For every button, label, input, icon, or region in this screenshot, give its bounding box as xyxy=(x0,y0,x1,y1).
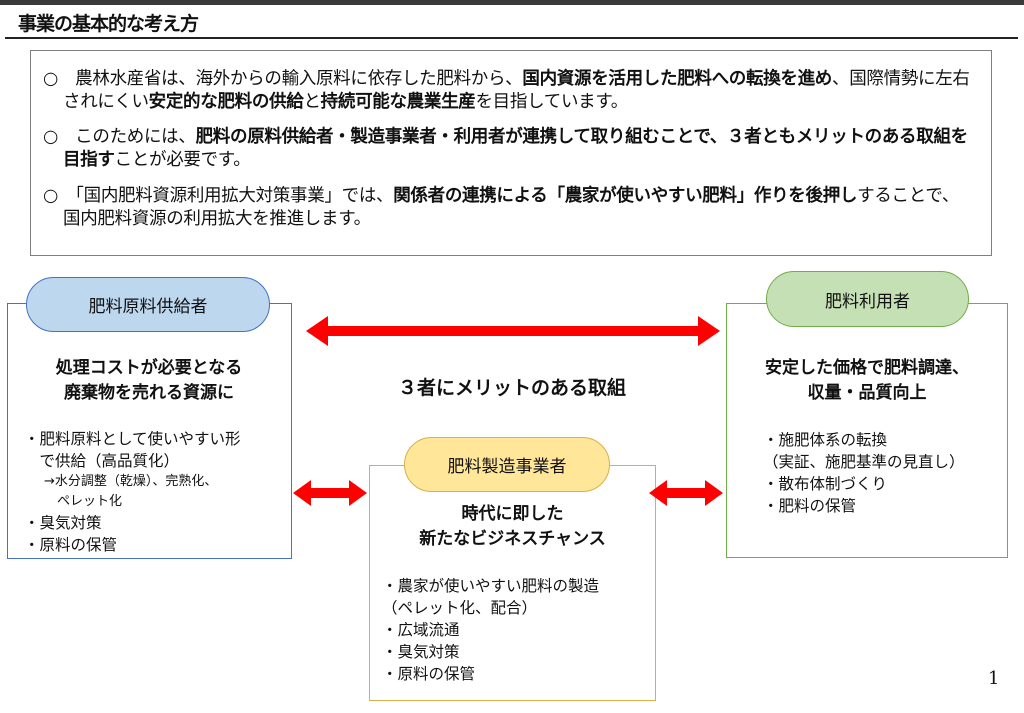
intro-box: ○ 農林水産省は、海外からの輸入原料に依存した肥料から、国内資源を活用した肥料へ… xyxy=(30,50,992,256)
list-sub-item: ペレット化 xyxy=(44,494,123,509)
list-item: ・農家が使いやすい肥料の製造 xyxy=(382,577,600,595)
circle-bullet-icon: ○ xyxy=(43,186,58,206)
manufacturer-heading-line: 時代に即した xyxy=(461,504,564,524)
body-text: を目指しています。 xyxy=(475,92,629,112)
supplier-heading-line: 廃棄物を売れる資源に xyxy=(64,383,234,403)
list-item: ・臭気対策 xyxy=(382,643,460,661)
intro-paragraph-2: ○ このためには、肥料の原料供給者・製造事業者・利用者が連携して取り組むことで、… xyxy=(43,126,973,172)
user-box: 安定した価格で肥料調達、 収量・品質向上 ・施肥体系の転換 （実証、施肥基準の見… xyxy=(726,303,1008,558)
mutual-benefit-label: ３者にメリットのある取組 xyxy=(397,377,626,399)
emphasis-text: 関係者の連携による「農家が使いやすい肥料」作りを後押し xyxy=(393,186,858,206)
body-text: 、国際情勢に左右されにくい xyxy=(63,69,970,112)
double-arrow-right xyxy=(649,480,723,506)
user-label: 肥料利用者 xyxy=(766,271,969,327)
body-text: 「国内肥料資源利用拡大対策事業」では、 xyxy=(57,186,394,206)
list-item: で供給（高品質化） xyxy=(24,452,180,470)
page-number: 1 xyxy=(988,668,1000,689)
emphasis-text: 持続可能な農業生産 xyxy=(320,92,476,112)
list-item: ・臭気対策 xyxy=(24,514,102,532)
user-heading-line: 収量・品質向上 xyxy=(807,383,927,403)
user-list: ・施肥体系の転換 （実証、施肥基準の見直し） ・散布体制づくり ・肥料の保管 xyxy=(763,429,1003,517)
list-item: ・肥料原料として使いやすい形 xyxy=(24,430,241,448)
list-item: （実証、施肥基準の見直し） xyxy=(763,453,965,471)
page-title: 事業の基本的な考え方 xyxy=(18,13,199,35)
supplier-heading: 処理コストが必要となる 廃棄物を売れる資源に xyxy=(8,356,290,406)
double-arrow-left xyxy=(293,480,367,506)
list-sub-item: →水分調整（乾燥）、完熟化、 xyxy=(44,474,218,489)
supplier-list: ・肥料原料として使いやすい形 で供給（高品質化） →水分調整（乾燥）、完熟化、 … xyxy=(24,428,294,556)
list-item: ・肥料の保管 xyxy=(763,497,857,515)
list-item: ・広域流通 xyxy=(382,621,460,639)
supplier-box: 処理コストが必要となる 廃棄物を売れる資源に ・肥料原料として使いやすい形 で供… xyxy=(7,303,292,559)
list-item: ・施肥体系の転換 xyxy=(763,431,888,449)
supplier-label: 肥料原料供給者 xyxy=(26,277,270,332)
user-heading-line: 安定した価格で肥料調達、 xyxy=(765,358,969,378)
intro-paragraph-3: ○ 「国内肥料資源利用拡大対策事業」では、関係者の連携による「農家が使いやすい肥… xyxy=(43,185,973,231)
top-bar xyxy=(0,0,1024,5)
manufacturer-heading-line: 新たなビジネスチャンス xyxy=(419,529,606,549)
intro-paragraph-1: ○ 農林水産省は、海外からの輸入原料に依存した肥料から、国内資源を活用した肥料へ… xyxy=(43,68,973,114)
circle-bullet-icon: ○ xyxy=(43,69,58,89)
title-underline xyxy=(5,37,1018,39)
list-item: ・原料の保管 xyxy=(24,536,118,554)
emphasis-text: 肥料の原料供給者・製造事業者・利用者が連携して取り組むことで、３者ともメリットの… xyxy=(63,127,968,170)
body-text: 農林水産省は、海外からの輸入原料に依存した肥料から、 xyxy=(57,69,523,89)
list-item: （ペレット化、配合） xyxy=(382,599,538,617)
body-text: このためには、 xyxy=(57,127,196,147)
supplier-heading-line: 処理コストが必要となる xyxy=(55,358,243,378)
double-arrow-top xyxy=(306,316,720,346)
emphasis-text: 安定的な肥料の供給 xyxy=(148,92,304,112)
list-item: ・原料の保管 xyxy=(382,665,476,683)
list-item: ・散布体制づくり xyxy=(763,475,888,493)
body-text: ことが必要です。 xyxy=(114,150,251,170)
circle-bullet-icon: ○ xyxy=(43,127,58,147)
manufacturer-label: 肥料製造事業者 xyxy=(404,437,610,492)
body-text: と xyxy=(303,92,321,112)
body-text: することで、国内肥料資源の利用拡大を推進します。 xyxy=(63,186,960,229)
manufacturer-heading: 時代に即した 新たなビジネスチャンス xyxy=(370,502,655,552)
manufacturer-box: 時代に即した 新たなビジネスチャンス ・農家が使いやすい肥料の製造 （ペレット化… xyxy=(369,465,656,701)
manufacturer-list: ・農家が使いやすい肥料の製造 （ペレット化、配合） ・広域流通 ・臭気対策 ・原… xyxy=(382,575,652,685)
emphasis-text: 国内資源を活用した肥料への転換を進め xyxy=(522,69,832,89)
user-heading: 安定した価格で肥料調達、 収量・品質向上 xyxy=(727,356,1007,406)
